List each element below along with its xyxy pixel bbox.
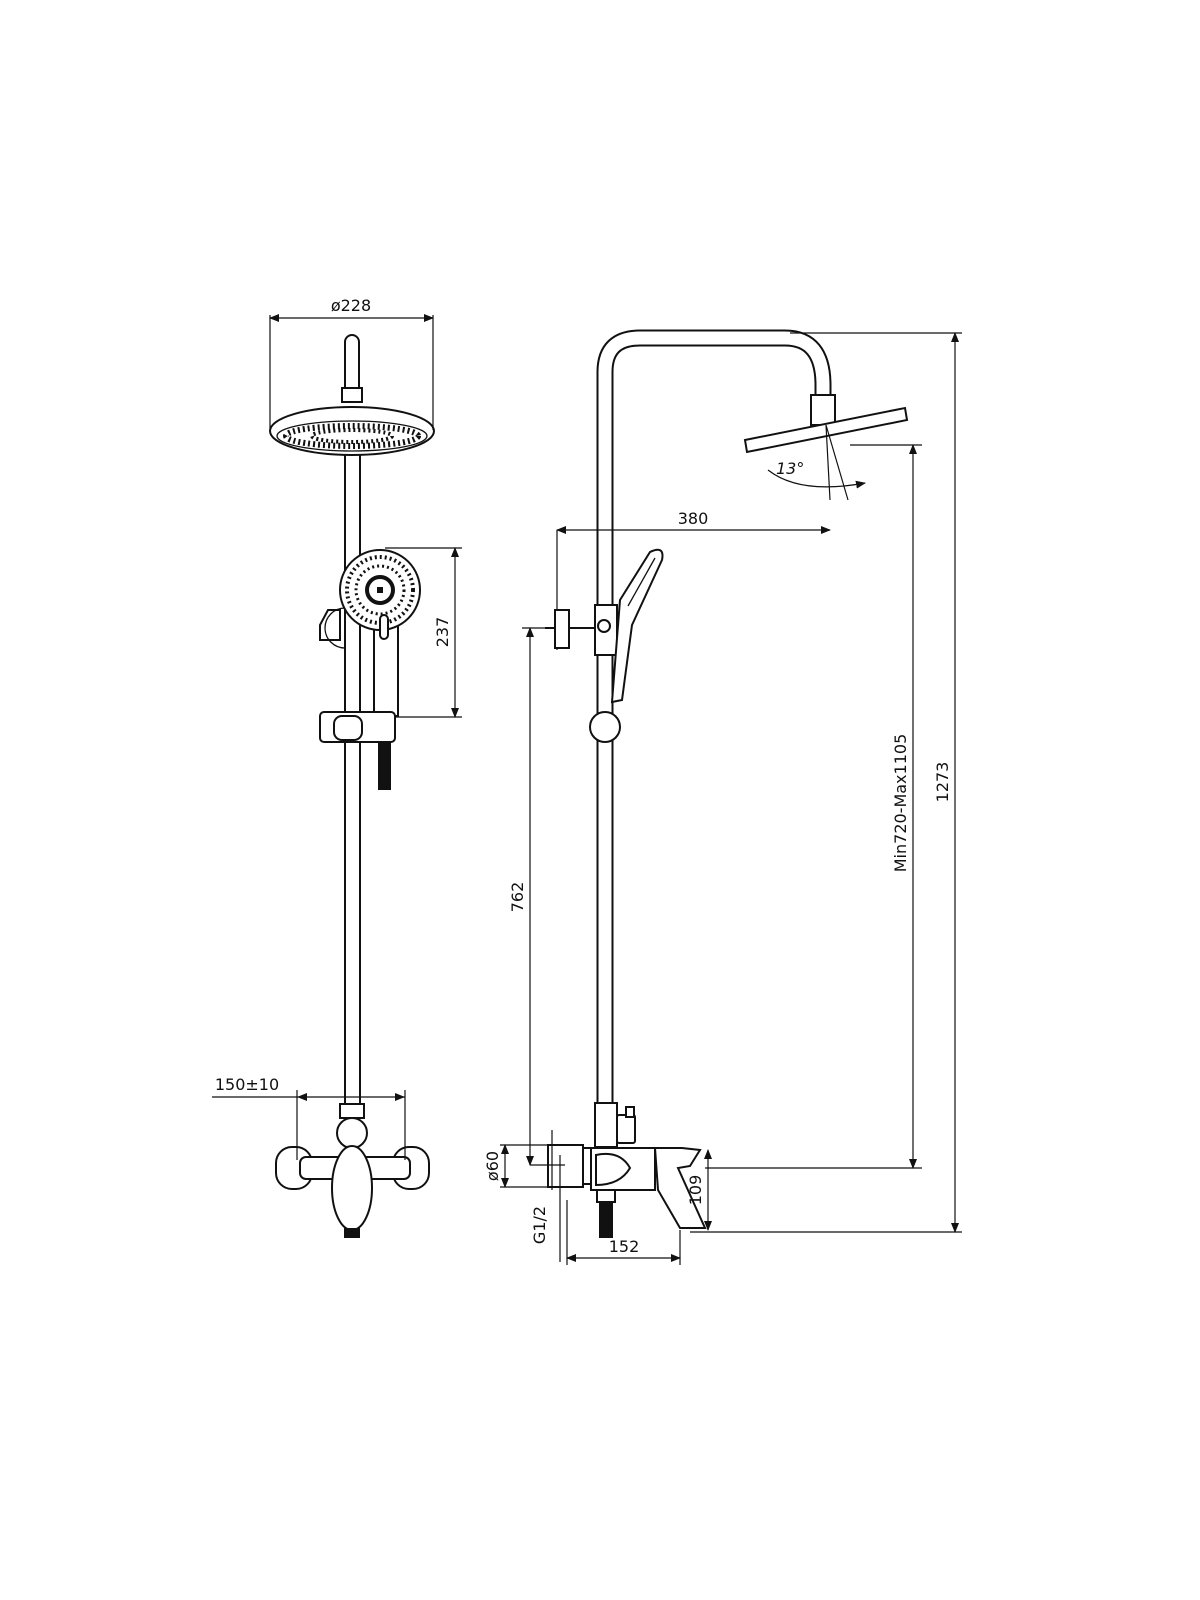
- dimension-380: 380: [556, 509, 831, 650]
- dimension-109: 109: [686, 1149, 712, 1231]
- side-riser-pipe: [596, 329, 832, 1110]
- riser-pipe: [344, 455, 361, 1110]
- dim-label-109: 109: [686, 1175, 705, 1206]
- dimension-diameter-60: ø60: [483, 1144, 548, 1188]
- dim-label-60: ø60: [483, 1151, 502, 1181]
- dimension-152: 152: [566, 1200, 681, 1265]
- dim-label-380: 380: [678, 509, 709, 528]
- dimension-thread: G1/2: [530, 1130, 561, 1262]
- dimension-762: 762: [508, 627, 565, 1166]
- slide-knob: [589, 711, 621, 743]
- side-diverter-valve: [545, 604, 618, 656]
- arm-nut: [341, 387, 363, 403]
- side-mixer: [547, 1102, 707, 1238]
- hand-shower: [339, 549, 421, 717]
- side-view: 13° 380: [483, 329, 962, 1265]
- dim-label-height-range: Min720-Max1105: [891, 734, 910, 873]
- front-mixer: [275, 1103, 430, 1238]
- dimension-1273: 1273: [690, 332, 962, 1233]
- dim-label-g12: G1/2: [530, 1206, 549, 1244]
- diverter-body: [324, 607, 346, 649]
- rain-shower-head: [269, 406, 435, 456]
- shower-arm: [344, 334, 360, 400]
- dim-label-152: 152: [609, 1237, 640, 1256]
- dim-label-237: 237: [433, 617, 452, 648]
- dimension-diameter-228: ø228: [269, 296, 434, 430]
- side-hand-shower: [610, 548, 664, 704]
- dim-label-1273: 1273: [933, 762, 952, 803]
- dimension-237: 237: [385, 547, 462, 718]
- dim-label-13: 13°: [776, 459, 804, 478]
- dim-label-762: 762: [508, 882, 527, 913]
- dim-label-228: ø228: [331, 296, 371, 315]
- dimension-13-degree: 13°: [767, 424, 866, 501]
- front-view: ø228 237 150±10: [212, 296, 462, 1238]
- dimension-height-range: Min720-Max1105: [705, 444, 922, 1169]
- head-connector: [810, 394, 836, 426]
- dimension-150: 150±10: [212, 1075, 406, 1160]
- dim-label-150: 150±10: [215, 1075, 279, 1094]
- hose: [378, 742, 391, 790]
